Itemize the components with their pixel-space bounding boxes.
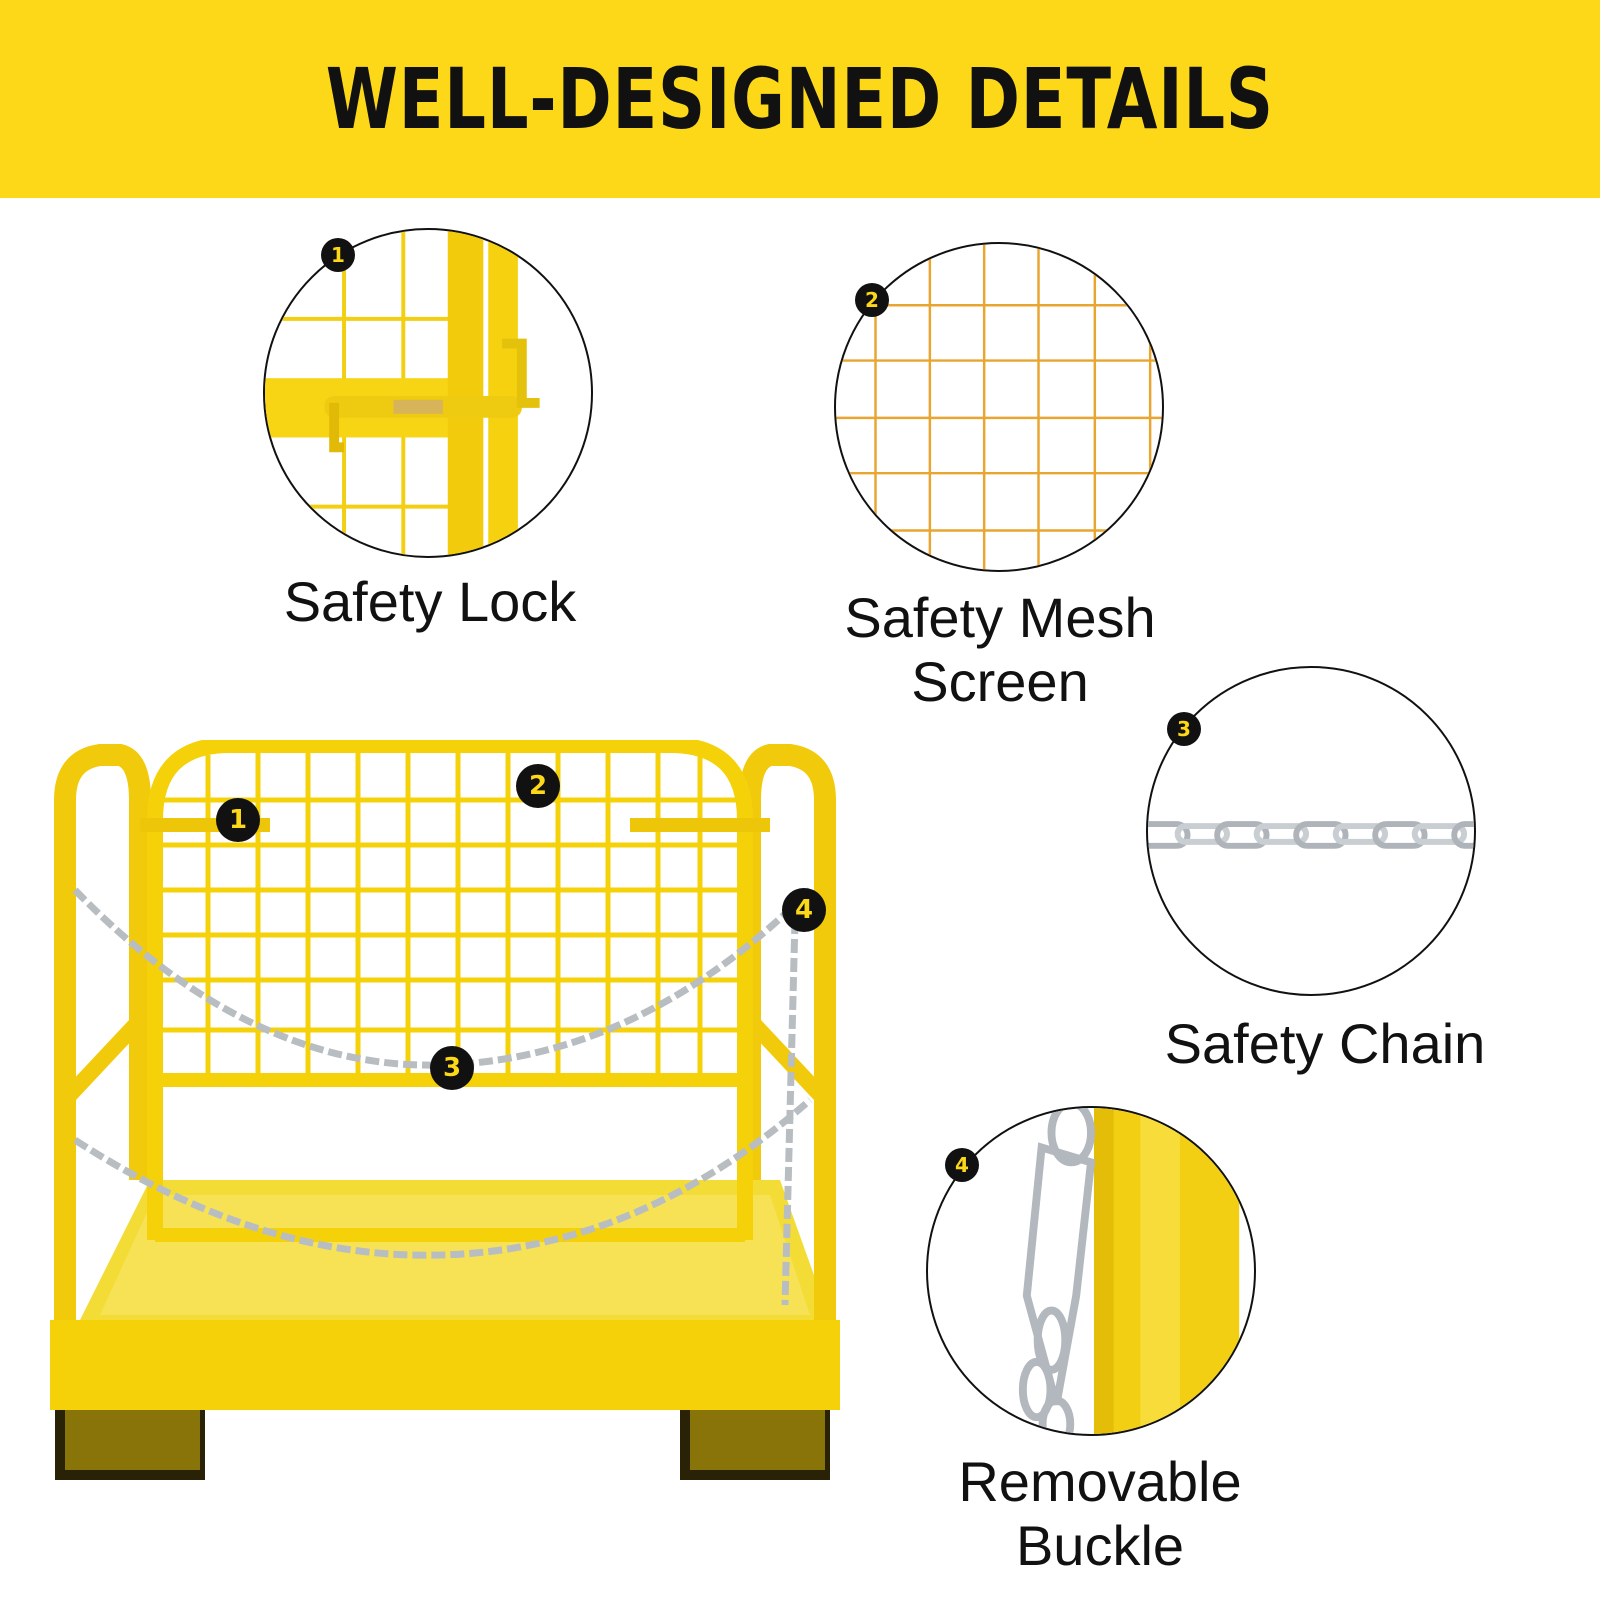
safety-mesh-closeup <box>834 242 1164 572</box>
safety-chain-label: Safety Chain <box>1164 1012 1486 1075</box>
work-platform-product-image: 1 2 3 4 <box>40 737 860 1500</box>
detail-3-badge: 3 <box>1167 712 1201 746</box>
product-marker-1: 1 <box>216 798 260 842</box>
header-banner: WELL-DESIGNED DETAILS <box>0 0 1600 198</box>
product-marker-3: 3 <box>430 1046 474 1090</box>
safety-mesh-label-line1: Safety Mesh <box>844 586 1156 649</box>
detail-4-badge: 4 <box>945 1148 979 1182</box>
page-title: WELL-DESIGNED DETAILS <box>325 50 1275 148</box>
safety-lock-closeup <box>263 228 593 558</box>
work-platform-illustration <box>50 737 840 1480</box>
safety-mesh-illustration <box>836 244 1162 570</box>
safety-lock-illustration <box>265 230 540 556</box>
removable-buckle-label: Removable Buckle <box>880 1450 1320 1578</box>
removable-buckle-closeup <box>926 1106 1256 1436</box>
product-marker-2: 2 <box>516 764 560 808</box>
removable-buckle-label-line2: Buckle <box>1015 1514 1185 1577</box>
safety-lock-label: Safety Lock <box>283 570 577 633</box>
safety-mesh-label-line2: Screen <box>911 650 1089 713</box>
detail-1-badge: 1 <box>321 238 355 272</box>
detail-2-badge: 2 <box>855 283 889 317</box>
product-marker-4: 4 <box>782 888 826 932</box>
removable-buckle-label-line1: Removable <box>958 1450 1242 1513</box>
safety-chain-closeup <box>1146 666 1476 996</box>
safety-chain-illustration <box>1148 821 1474 849</box>
removable-buckle-illustration <box>1018 1108 1240 1434</box>
safety-mesh-label: Safety Mesh Screen <box>780 586 1220 714</box>
